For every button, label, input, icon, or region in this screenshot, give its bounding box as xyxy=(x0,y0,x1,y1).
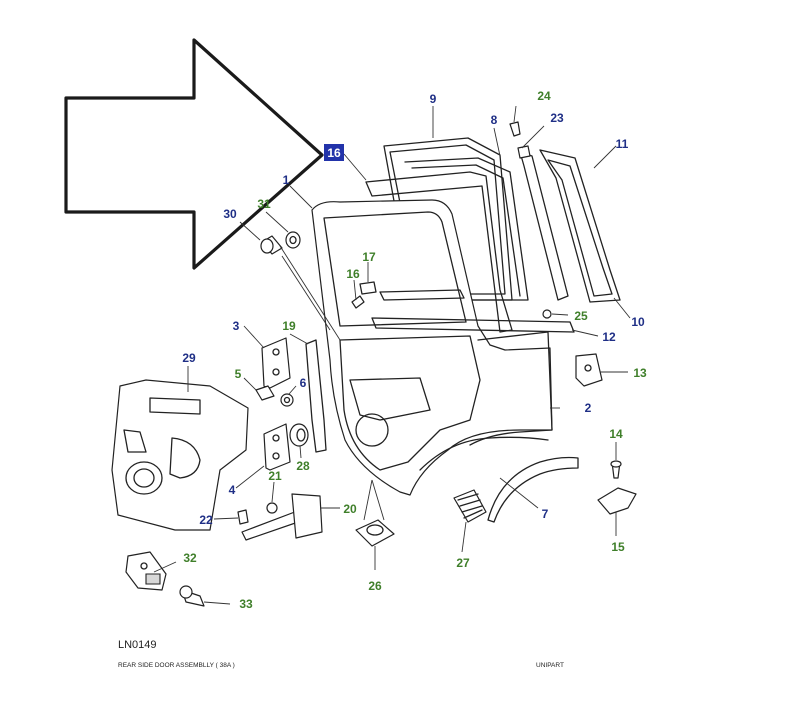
upper-hinge-part xyxy=(261,337,291,389)
washer-inner xyxy=(283,396,291,404)
callout-8: 8 xyxy=(491,113,498,127)
callout-7: 7 xyxy=(542,507,549,521)
door-inner-cutout xyxy=(349,377,431,421)
callout-28: 28 xyxy=(296,459,310,473)
lock-seal-pad-centre xyxy=(366,524,384,536)
fixing-screw-part xyxy=(542,309,552,319)
check-strap-pin-part xyxy=(237,509,249,525)
door-outer-skin-part xyxy=(469,331,553,446)
bump-stop-cap xyxy=(260,238,274,254)
callout-2: 2 xyxy=(585,401,592,415)
quarter-seal-clip-part xyxy=(517,145,531,159)
hinge-seal-strip-part xyxy=(305,339,327,453)
striker-bolt-head xyxy=(179,585,193,599)
hinge-pin xyxy=(272,348,280,356)
callout-33: 33 xyxy=(239,597,253,611)
door-inner-panel xyxy=(339,335,481,471)
channel-strip-part xyxy=(519,151,569,301)
hinge-pin xyxy=(272,368,280,376)
callout-31: 31 xyxy=(257,197,271,211)
callout-11: 11 xyxy=(616,137,629,151)
callout-15: 15 xyxy=(611,540,625,554)
hinge-bolt-part xyxy=(255,385,275,401)
trim-panel-armrest xyxy=(123,429,147,453)
callout-23: 23 xyxy=(550,111,564,125)
diagram-caption: REAR SIDE DOOR ASSEMBLLY ( 38A ) xyxy=(118,662,235,669)
door-window-opening xyxy=(323,211,467,327)
callout-22: 22 xyxy=(199,513,213,527)
callout-1: 1 xyxy=(283,173,290,187)
trim-panel-speaker xyxy=(125,461,163,495)
callout-labels: 1 2 3 4 5 6 7 8 9 10 11 12 13 14 15 16 1… xyxy=(182,89,647,611)
check-strap-bolt xyxy=(266,502,278,514)
wheel-arch-moulding-part xyxy=(487,456,579,523)
callout-32: 32 xyxy=(183,551,197,565)
door-speaker-hole xyxy=(355,413,389,447)
callout-16: 16 xyxy=(346,267,360,281)
trim-panel-speaker-inner xyxy=(133,468,155,488)
callout-27: 27 xyxy=(456,556,470,570)
callout-26: 26 xyxy=(368,579,382,593)
hinge-pin xyxy=(272,434,280,442)
waist-seal-part xyxy=(371,317,575,333)
lock-seal-pad-part xyxy=(355,519,395,547)
callout-19: 19 xyxy=(282,319,296,333)
callout-5: 5 xyxy=(235,367,242,381)
speaker-grille-mesh xyxy=(457,493,483,519)
callout-29: 29 xyxy=(182,351,196,365)
callout-20: 20 xyxy=(343,502,357,516)
callout-4: 4 xyxy=(229,483,236,497)
washer-part xyxy=(280,393,294,407)
door-check-body-part xyxy=(291,493,323,539)
quarter-glass-part xyxy=(547,159,613,297)
frame-screw-part xyxy=(351,295,365,309)
glass-run-channel-part xyxy=(404,157,529,301)
callout-14: 14 xyxy=(609,427,623,441)
direction-arrow xyxy=(64,38,324,270)
door-trim-panel-part xyxy=(111,379,249,531)
glass-run-channel-inner-part xyxy=(411,164,521,297)
bump-stop-washer xyxy=(285,231,301,249)
door-shell-part xyxy=(311,199,553,496)
callout-6: 6 xyxy=(300,376,307,390)
inner-waist-strip-part xyxy=(379,289,465,301)
callout-10: 10 xyxy=(631,315,645,329)
trim-clip-part xyxy=(509,121,521,137)
latch-pin xyxy=(584,364,592,372)
callout-21: 21 xyxy=(268,469,282,483)
trim-panel-pocket xyxy=(169,437,201,479)
striker-hole xyxy=(140,562,148,570)
highlight-badge xyxy=(324,144,344,161)
callout-3: 3 xyxy=(233,319,240,333)
quarter-glass-frame-part xyxy=(539,149,621,303)
callout-30: 30 xyxy=(223,207,237,221)
lower-hinge-part xyxy=(263,423,291,471)
grommet-inner xyxy=(296,428,306,442)
door-frame-seal-part xyxy=(365,171,513,333)
callout-17: 17 xyxy=(362,250,376,264)
highlight-badge-label: 16 xyxy=(327,146,341,160)
striker-loop xyxy=(145,573,161,585)
speaker-grille-part xyxy=(453,489,487,523)
trim-panel-handle xyxy=(149,397,201,415)
bump-stop-washer-inner xyxy=(289,235,297,245)
leader-lines xyxy=(153,105,631,605)
seal-clip-part xyxy=(359,281,377,295)
callout-9: 9 xyxy=(430,92,437,106)
callout-24: 24 xyxy=(537,89,551,103)
wheel-arch-part xyxy=(419,436,549,471)
door-latch-part xyxy=(575,353,603,387)
mounting-bracket-part xyxy=(597,487,637,515)
callout-13: 13 xyxy=(633,366,647,380)
callout-25: 25 xyxy=(574,309,588,323)
bracket-screw-head xyxy=(610,460,622,468)
brand-label: UNIPART xyxy=(536,662,564,669)
callout-12: 12 xyxy=(602,330,616,344)
diagram-code: LN0149 xyxy=(118,639,157,651)
hinge-pin xyxy=(272,452,280,460)
